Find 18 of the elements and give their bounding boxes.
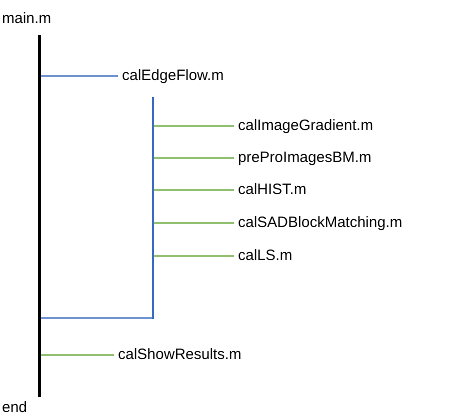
main-timeline-bar	[38, 35, 41, 397]
connector-line	[154, 189, 234, 191]
file-name: calShowResults.m	[118, 344, 242, 366]
connector-line	[41, 354, 114, 356]
connector-line	[154, 157, 234, 159]
file-name: calSADBlockMatching.m	[238, 212, 402, 234]
connector-line	[154, 222, 234, 224]
connector-line	[154, 125, 234, 127]
file-name: calEdgeFlow.m	[122, 65, 224, 87]
connector-line	[41, 75, 118, 77]
connector-line	[41, 317, 152, 319]
file-label: end	[2, 398, 28, 417]
file-label: main.m	[2, 9, 52, 29]
file-name: calImageGradient.m	[238, 115, 374, 137]
file-name: calLS.m	[238, 245, 292, 267]
connector-line	[154, 255, 234, 257]
file-name: calHIST.m	[238, 179, 306, 201]
file-name: preProImagesBM.m	[238, 147, 372, 169]
